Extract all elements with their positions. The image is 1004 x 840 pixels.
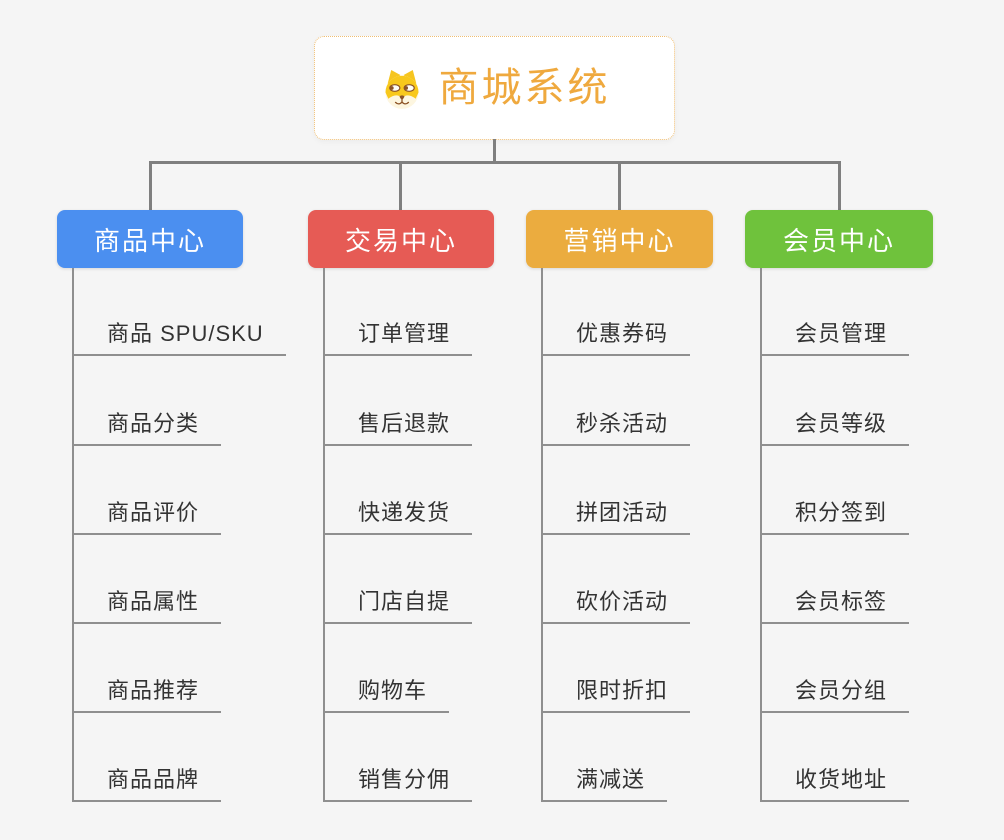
- leaf-node-product-category[interactable]: 商品分类: [72, 412, 222, 446]
- leaf-node-product-attribute[interactable]: 商品属性: [72, 590, 222, 624]
- connector-drop-product: [149, 163, 152, 210]
- leaf-node-limited-discount[interactable]: 限时折扣: [541, 679, 691, 713]
- leaf-node-bargain-activity[interactable]: 砍价活动: [541, 590, 691, 624]
- leaf-node-member-management[interactable]: 会员管理: [760, 322, 910, 356]
- shiba-dog-icon: [384, 70, 419, 109]
- branch-node-member-center[interactable]: 会员中心: [745, 210, 933, 268]
- leaf-node-store-pickup[interactable]: 门店自提: [323, 590, 473, 624]
- leaf-node-express-delivery[interactable]: 快递发货: [323, 501, 473, 535]
- leaf-node-full-reduction[interactable]: 满减送: [541, 768, 668, 802]
- branch-node-trade-center[interactable]: 交易中心: [308, 210, 494, 268]
- leaf-node-coupon-code[interactable]: 优惠券码: [541, 322, 691, 356]
- root-node[interactable]: 商城系统: [314, 36, 675, 140]
- connector-trunk-horizontal: [149, 161, 841, 164]
- leaf-node-product-review[interactable]: 商品评价: [72, 501, 222, 535]
- leaf-node-flash-sale[interactable]: 秒杀活动: [541, 412, 691, 446]
- leaf-node-product-spu-sku[interactable]: 商品 SPU/SKU: [72, 322, 286, 356]
- leaf-node-product-recommend[interactable]: 商品推荐: [72, 679, 222, 713]
- leaf-node-product-brand[interactable]: 商品品牌: [72, 768, 222, 802]
- branch-spine-product: [72, 268, 74, 802]
- connector-drop-trade: [399, 163, 402, 210]
- connector-drop-member: [838, 163, 841, 210]
- branch-spine-trade: [323, 268, 325, 802]
- root-title: 商城系统: [438, 66, 611, 110]
- branch-node-marketing-center[interactable]: 营销中心: [526, 210, 713, 268]
- leaf-node-aftersale-refund[interactable]: 售后退款: [323, 412, 473, 446]
- leaf-node-shipping-address[interactable]: 收货地址: [760, 768, 910, 802]
- leaf-node-group-buy[interactable]: 拼团活动: [541, 501, 691, 535]
- branch-spine-marketing: [541, 268, 543, 802]
- leaf-node-member-tag[interactable]: 会员标签: [760, 590, 910, 624]
- leaf-node-points-checkin[interactable]: 积分签到: [760, 501, 910, 535]
- leaf-node-member-level[interactable]: 会员等级: [760, 412, 910, 446]
- branch-spine-member: [760, 268, 762, 802]
- leaf-node-shopping-cart[interactable]: 购物车: [323, 679, 450, 713]
- leaf-node-sales-commission[interactable]: 销售分佣: [323, 768, 473, 802]
- leaf-node-order-management[interactable]: 订单管理: [323, 322, 473, 356]
- leaf-node-member-group[interactable]: 会员分组: [760, 679, 910, 713]
- connector-drop-marketing: [618, 163, 621, 210]
- connector-root-vertical: [493, 139, 496, 162]
- branch-node-product-center[interactable]: 商品中心: [57, 210, 243, 268]
